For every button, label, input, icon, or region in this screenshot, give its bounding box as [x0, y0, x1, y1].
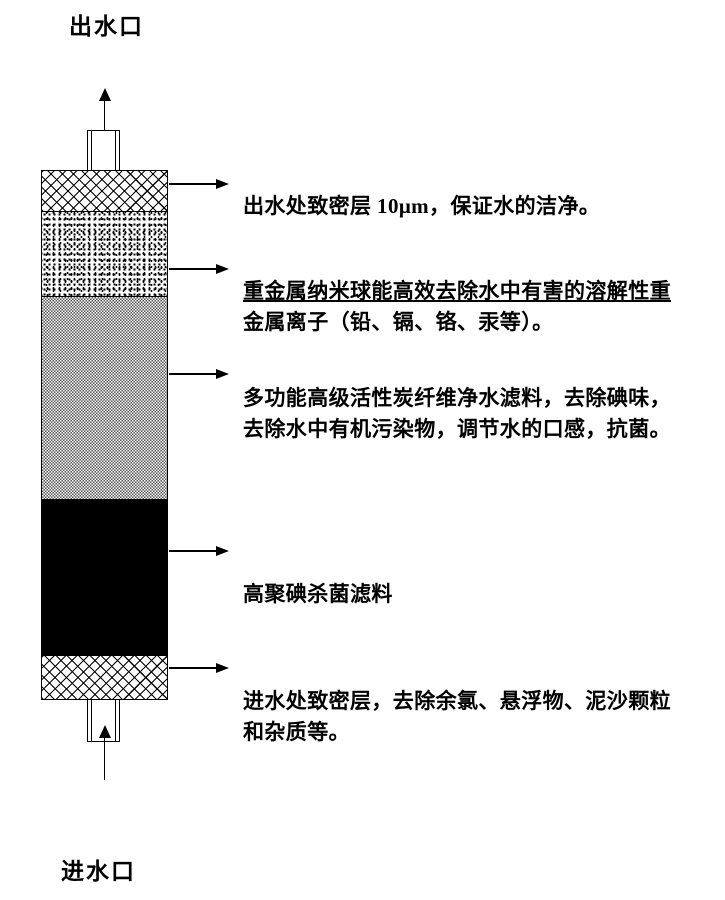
pointer-arrowhead-icon: [216, 178, 229, 189]
layer-polyiodide-sterilizing: [42, 499, 167, 655]
annotation-line: 出水处致密层 10μm，保证水的洁净。: [243, 194, 601, 218]
pointer-arrow-shaft: [169, 183, 218, 185]
layer-heavy-metal-nanosphere: [42, 211, 167, 296]
layer-outlet-dense: [42, 171, 167, 211]
pointer-arrowhead-icon: [216, 368, 229, 379]
outlet-flow-arrow-shaft: [103, 99, 106, 143]
outlet-pipe: [87, 130, 120, 170]
pointer-arrow-inlet-dense: [169, 662, 229, 674]
annotation-polyiodide: 高聚碘杀菌滤料: [243, 579, 721, 610]
outlet-flow-arrowhead-icon: [98, 88, 111, 101]
pointer-arrowhead-icon: [216, 263, 229, 274]
pointer-arrow-outlet-dense: [169, 178, 229, 190]
annotation-activated-carbon: 多功能高级活性炭纤维净水滤料，去除碘味， 去除水中有机污染物，调节水的口感，抗菌…: [243, 383, 721, 445]
pointer-arrow-shaft: [169, 550, 218, 552]
inlet-flow-arrowhead-icon: [98, 725, 111, 738]
annotation-line: 金属离子（铅、镉、铬、汞等）。: [243, 310, 554, 334]
layer-activated-carbon-fiber: [42, 296, 167, 499]
annotation-line: 高聚碘杀菌滤料: [243, 582, 393, 606]
filter-column: [41, 170, 168, 700]
pointer-arrow-heavy-metal: [169, 263, 229, 275]
pointer-arrow-shaft: [169, 373, 218, 375]
pointer-arrow-shaft: [169, 268, 218, 270]
layer-inlet-dense: [42, 655, 167, 699]
pointer-arrowhead-icon: [216, 662, 229, 673]
annotation-heavy-metal: 重金属纳米球能高效去除水中有害的溶解性重 金属离子（铅、镉、铬、汞等）。: [243, 276, 721, 338]
inlet-label: 进水口: [61, 859, 136, 884]
annotation-line: 去除水中有机污染物，调节水的口感，抗菌。: [243, 417, 671, 441]
annotation-line: 重金属纳米球能高效去除水中有害的溶解性重: [243, 279, 671, 303]
annotation-outlet-dense: 出水处致密层 10μm，保证水的洁净。: [243, 191, 721, 222]
pointer-arrowhead-icon: [216, 545, 229, 556]
annotation-line: 和杂质等。: [243, 720, 350, 744]
pointer-arrow-activated-carbon: [169, 368, 229, 380]
inlet-flow-arrow-shaft: [103, 737, 106, 780]
pointer-arrow-shaft: [169, 667, 218, 669]
annotation-line: 进水处致密层，去除余氯、悬浮物、泥沙颗粒: [243, 689, 671, 713]
annotation-line: 多功能高级活性炭纤维净水滤料，去除碘味，: [243, 386, 671, 410]
annotation-inlet-dense: 进水处致密层，去除余氯、悬浮物、泥沙颗粒 和杂质等。: [243, 686, 721, 748]
pointer-arrow-polyiodide: [169, 545, 229, 557]
outlet-label: 出水口: [69, 14, 144, 39]
